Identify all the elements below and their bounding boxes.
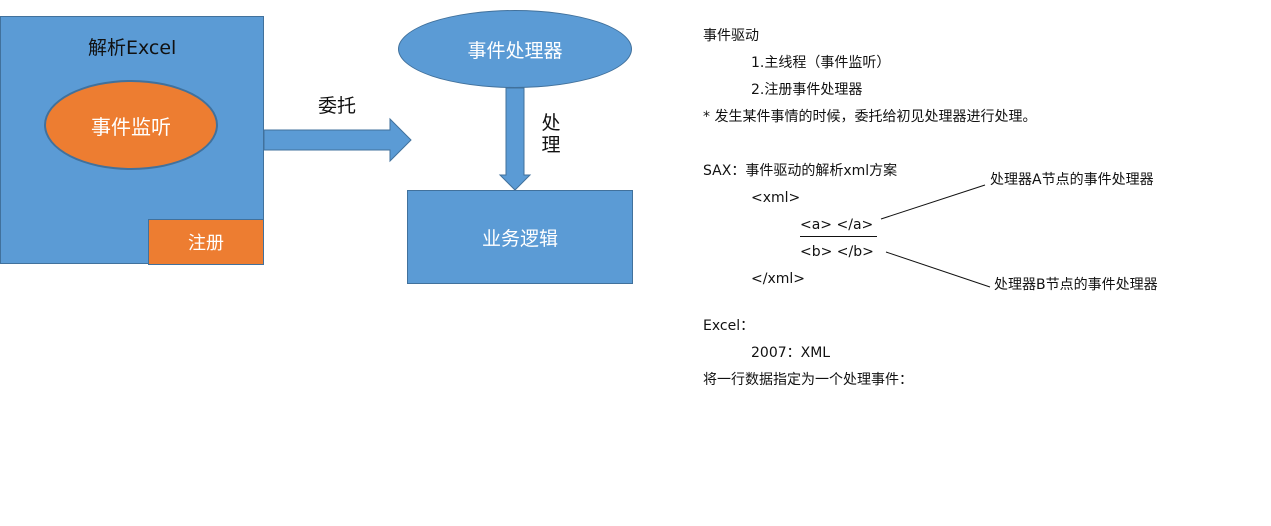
process-arrow-label: 处 理 [540, 112, 562, 156]
row-note: 将一行数据指定为一个处理事件： [703, 372, 913, 388]
notes-heading: 事件驱动 [703, 28, 759, 44]
sax-title: SAX：事件驱动的解析xml方案 [703, 163, 898, 179]
process-arrow [498, 87, 532, 191]
excel-box-title: 解析Excel [88, 37, 177, 59]
event-handler-node: 事件处理器 [398, 10, 632, 88]
callout-a-line [880, 184, 986, 220]
notes-item-1: 1.主线程（事件监听） [751, 55, 891, 71]
xml-open-tag: <xml> [751, 190, 801, 206]
process-char-1: 处 [541, 112, 561, 134]
callout-b-line [885, 251, 991, 288]
excel-label: Excel： [703, 318, 755, 334]
event-handler-label: 事件处理器 [467, 39, 563, 62]
business-logic-label: 业务逻辑 [481, 227, 558, 250]
excel-version: 2007：XML [751, 345, 831, 361]
b-tag: <b> </b> [800, 244, 874, 260]
a-tag: <a> </a> [800, 216, 877, 237]
register-node: 注册 [148, 219, 264, 265]
register-label: 注册 [188, 233, 224, 254]
notes-remark: * 发生某件事情的时候，委托给初见处理器进行处理。 [703, 109, 1037, 125]
event-listener-node: 事件监听 [44, 80, 218, 170]
delegate-arrow-label: 委托 [318, 95, 357, 117]
callout-a-text: 处理器A节点的事件处理器 [990, 172, 1154, 188]
delegate-arrow [263, 117, 412, 163]
business-logic-node: 业务逻辑 [407, 190, 633, 284]
process-char-2: 理 [541, 134, 561, 156]
notes-item-2: 2.注册事件处理器 [751, 82, 863, 98]
event-listener-label: 事件监听 [91, 114, 171, 139]
xml-close-tag: </xml> [751, 271, 805, 287]
callout-b-text: 处理器B节点的事件处理器 [994, 277, 1158, 293]
